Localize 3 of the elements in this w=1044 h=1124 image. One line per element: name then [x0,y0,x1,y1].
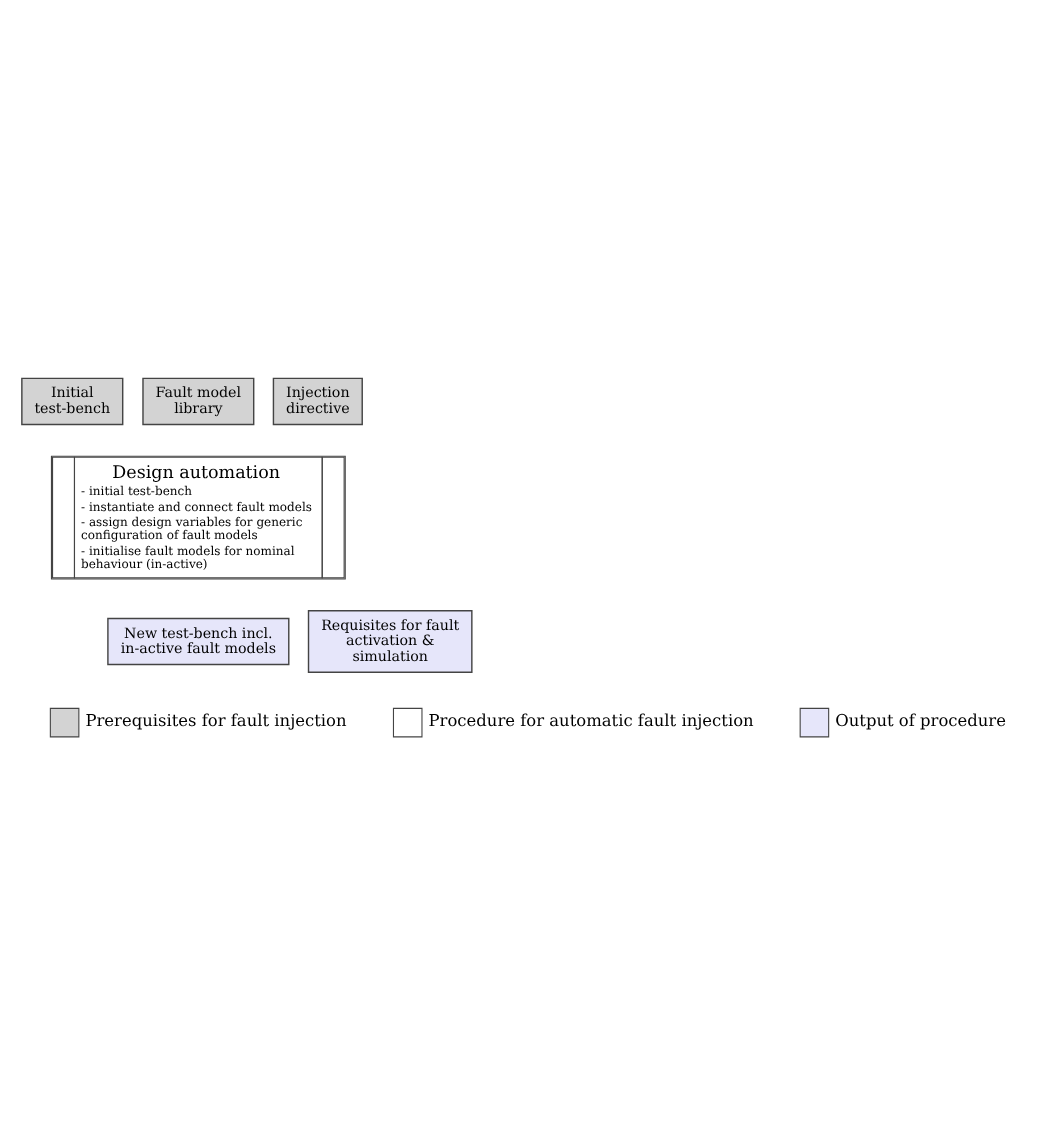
legend-label: Prerequisites for fault injection [85,710,347,731]
legend-label: Procedure for automatic fault injection [428,710,754,731]
legend-label: Output of procedure [835,710,1006,731]
